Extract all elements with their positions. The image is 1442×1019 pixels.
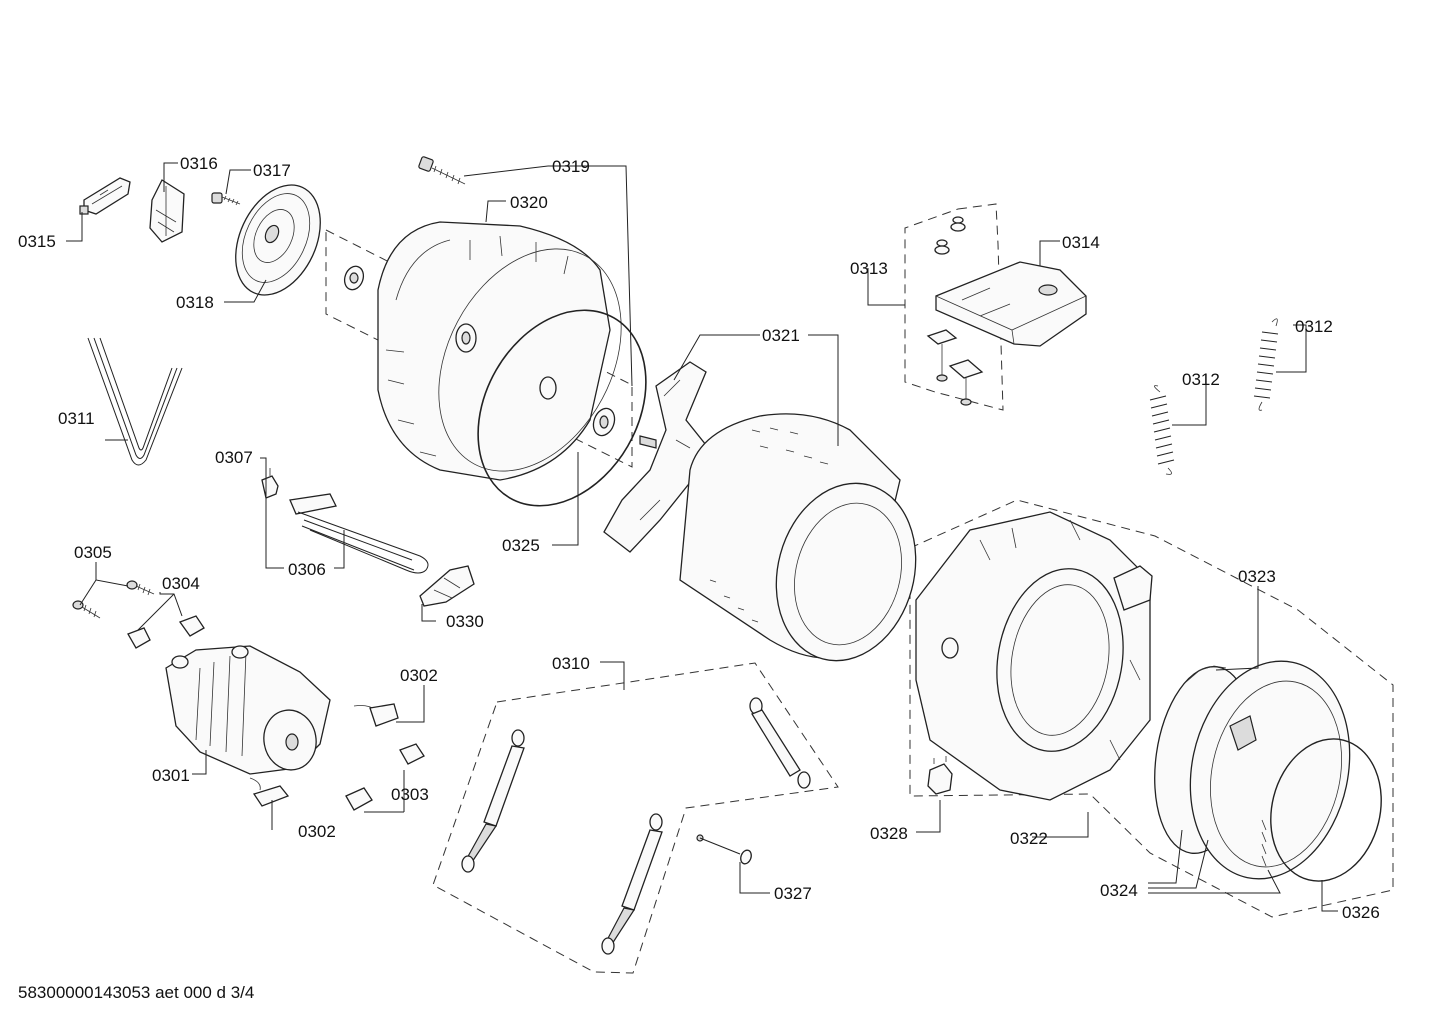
- front-tub-0322: [915, 511, 1153, 801]
- boundary-0322-0326: [909, 499, 1394, 918]
- label-0320: 0320: [510, 193, 548, 212]
- belt-0311: [87, 337, 183, 466]
- label-0326: 0326: [1342, 903, 1380, 922]
- sensor-0328: [927, 756, 953, 795]
- label-0312-right: 0312: [1295, 317, 1333, 336]
- label-0312-left: 0312: [1182, 370, 1220, 389]
- label-0325: 0325: [502, 536, 540, 555]
- seal-ring-0325: [477, 309, 647, 507]
- counterweight-0314: [935, 261, 1087, 347]
- label-0318: 0318: [176, 293, 214, 312]
- label-0302-lower: 0302: [298, 822, 336, 841]
- shock-absorber-0310-c: [601, 813, 663, 955]
- label-0310: 0310: [552, 654, 590, 673]
- leader-lines: [66, 162, 1338, 912]
- label-0303: 0303: [391, 785, 429, 804]
- label-0323: 0323: [1238, 567, 1276, 586]
- bolt-0319: [418, 156, 466, 185]
- label-0319: 0319: [552, 157, 590, 176]
- label-0321: 0321: [762, 326, 800, 345]
- shock-absorber-0310-b: [749, 697, 811, 789]
- boundary-0310: [432, 662, 839, 974]
- clamp-ring-0326: [1270, 738, 1382, 882]
- label-0317: 0317: [253, 161, 291, 180]
- label-0307: 0307: [215, 448, 253, 467]
- spring-0324: [1261, 819, 1267, 867]
- label-0315: 0315: [18, 232, 56, 251]
- boundary-0313: [904, 203, 1004, 411]
- label-0311: 0311: [58, 409, 95, 428]
- drawing-reference-footer: 58300000143053 aet 000 d 3/4: [18, 983, 254, 1002]
- drum-0321: [679, 413, 917, 662]
- label-0324: 0324: [1100, 881, 1138, 900]
- label-0304: 0304: [162, 574, 200, 593]
- connector-0302-b: [249, 777, 290, 807]
- label-0316: 0316: [180, 154, 218, 173]
- door-seal-0323: [1189, 660, 1351, 880]
- drum-spider-0321: [603, 361, 711, 553]
- washers-0313: [926, 216, 984, 406]
- label-0302-upper: 0302: [400, 666, 438, 685]
- motor-0301: [165, 645, 331, 775]
- label-0306: 0306: [288, 560, 326, 579]
- bolt-0327: [696, 834, 752, 865]
- spring-0312-left: [1149, 385, 1175, 475]
- bracket-0315: [79, 177, 131, 215]
- connector-0302-a: [353, 703, 399, 727]
- bracket-0316: [149, 179, 185, 243]
- label-0301: 0301: [152, 766, 190, 785]
- label-0314: 0314: [1062, 233, 1100, 252]
- bushings-0303: [345, 743, 425, 811]
- heater-0306: [289, 493, 429, 574]
- label-0313: 0313: [850, 259, 888, 278]
- label-0327: 0327: [774, 884, 812, 903]
- screws-0305: [72, 580, 155, 619]
- shock-absorber-0310-a: [461, 729, 525, 873]
- label-0328: 0328: [870, 824, 908, 843]
- sensor-0307: [261, 468, 279, 499]
- label-0305: 0305: [74, 543, 112, 562]
- spring-0312-right: [1253, 318, 1279, 411]
- label-0322: 0322: [1010, 829, 1048, 848]
- rear-tub-0320: [343, 221, 622, 481]
- bracket-0330: [419, 565, 475, 607]
- bushings-0304: [127, 615, 205, 649]
- pulley-0318: [235, 184, 321, 296]
- label-0330: 0330: [446, 612, 484, 631]
- screw-0317: [211, 192, 241, 206]
